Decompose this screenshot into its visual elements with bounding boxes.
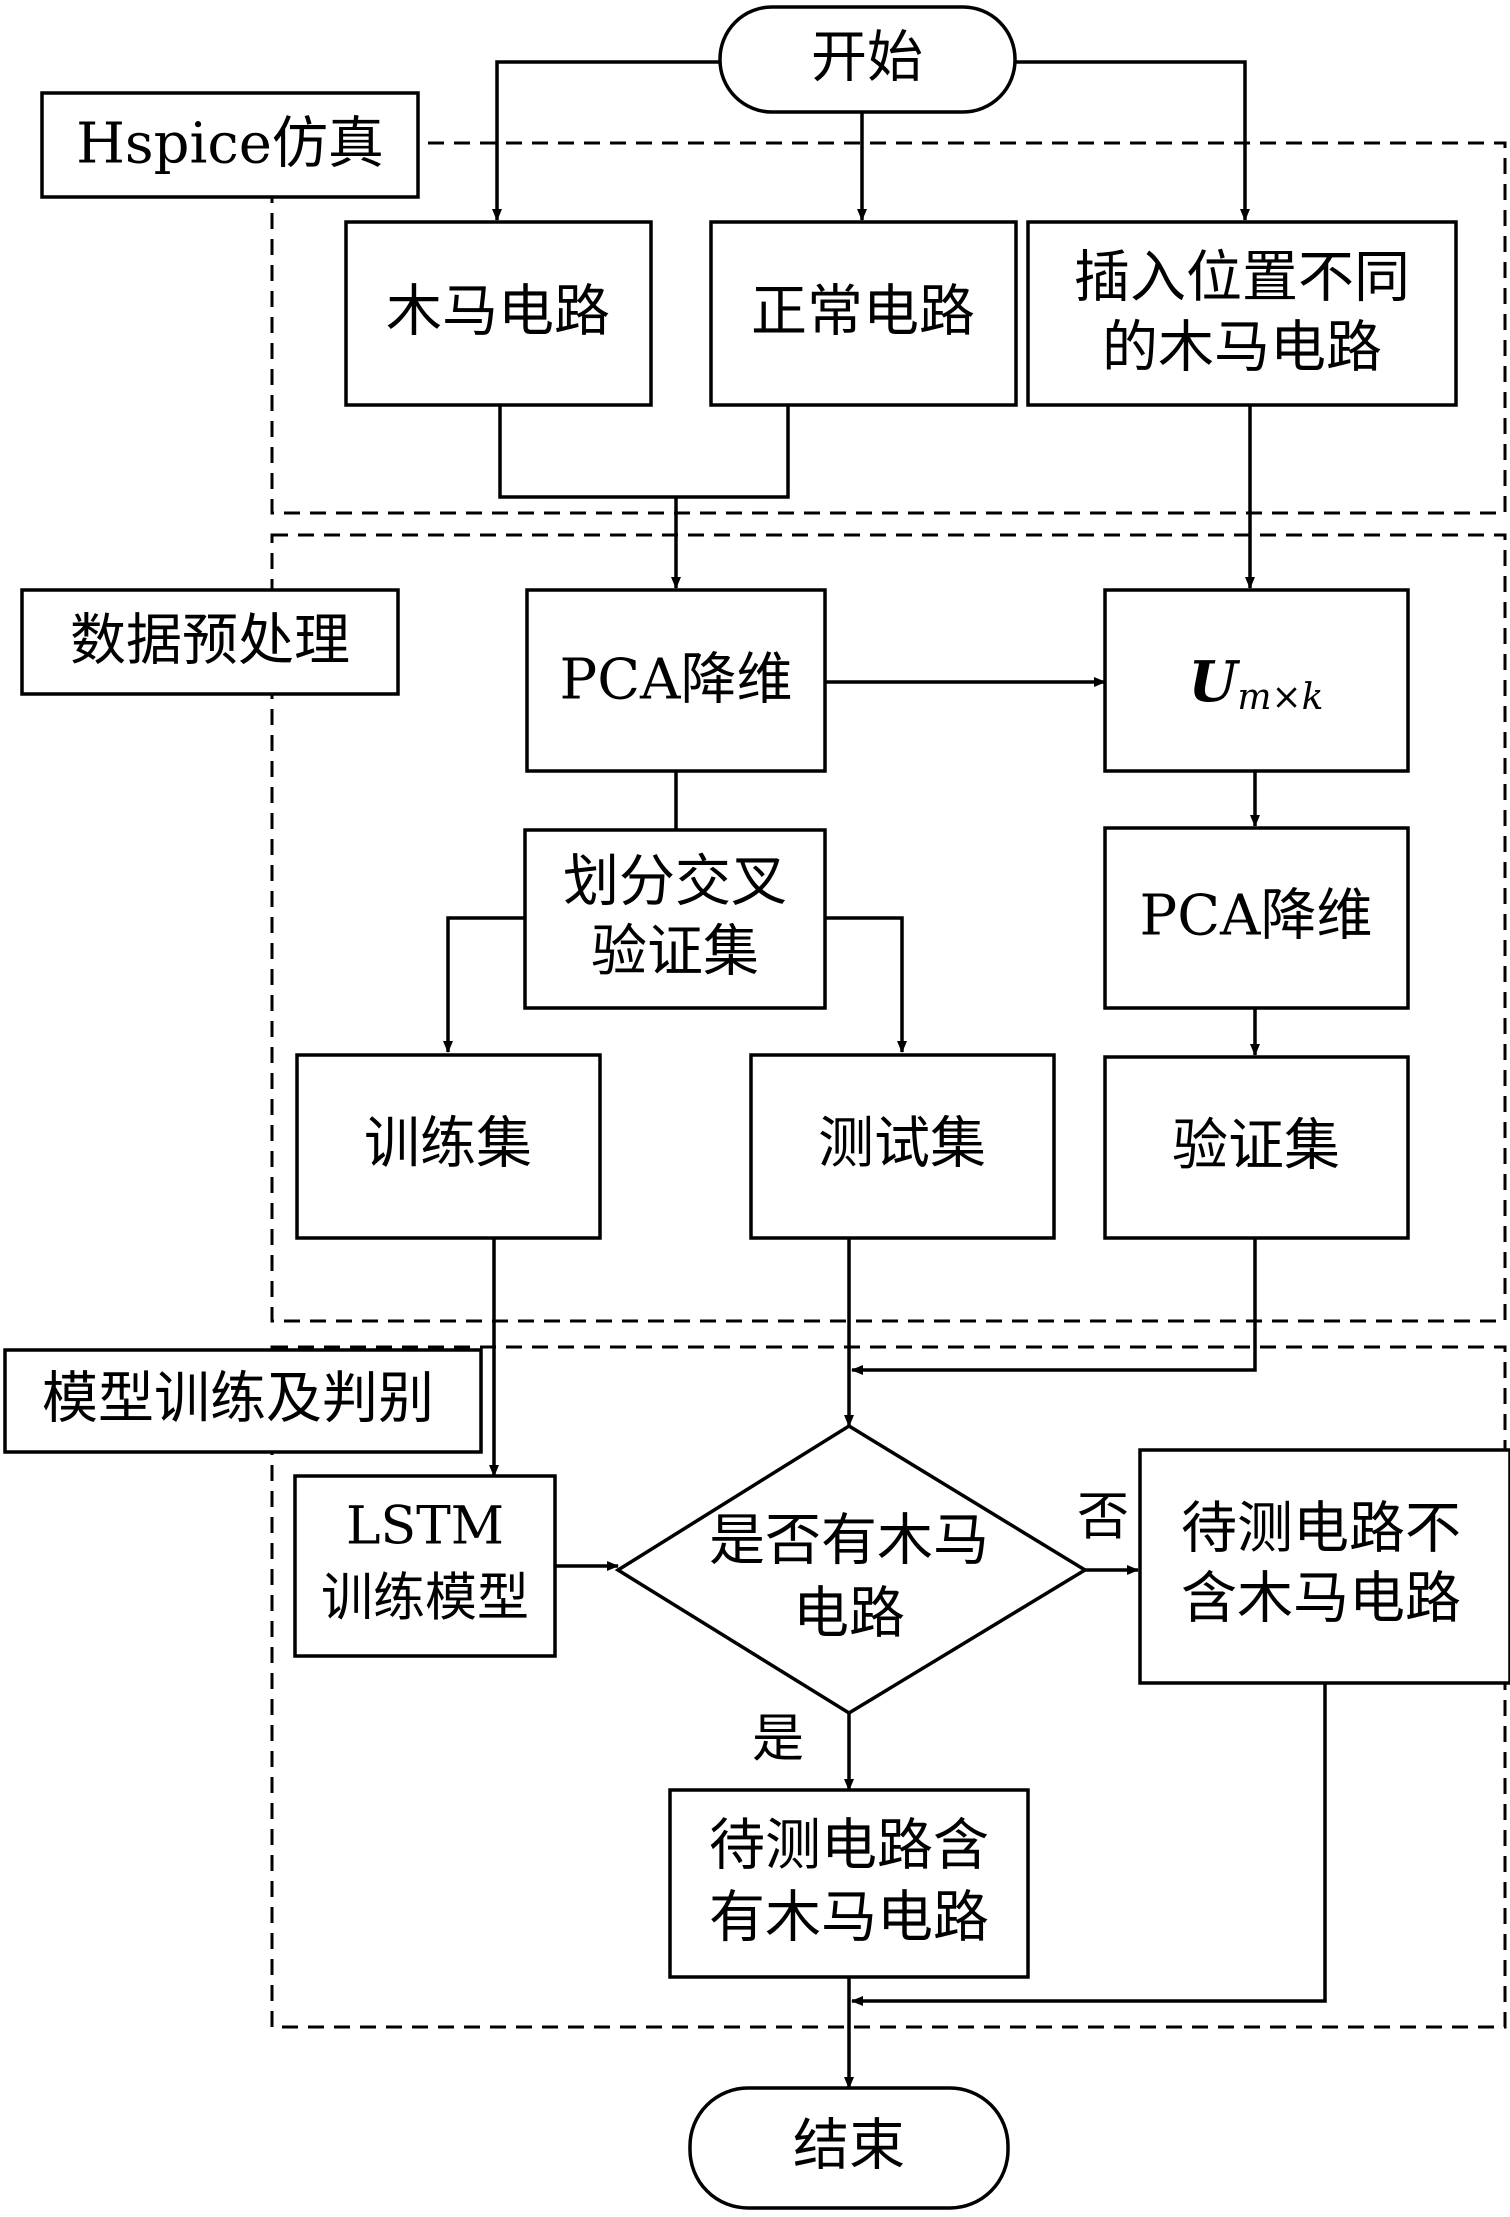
edge-label-yes: 是	[752, 1710, 804, 1770]
node-pca-left-text: PCA降维	[560, 648, 793, 713]
node-split-line1: 划分交叉	[563, 850, 787, 915]
stage-label-training: 模型训练及判别	[3, 1348, 483, 1454]
node-end-text: 结束	[793, 2114, 905, 2179]
edge-split-to-test	[825, 916, 907, 1053]
node-start: 开始	[718, 5, 1017, 114]
stage-label-preprocessing: 数据预处理	[20, 588, 400, 696]
node-lstm-model: LSTM 训练模型	[293, 1474, 557, 1658]
node-test-set-text: 测试集	[818, 1112, 986, 1177]
node-valid-set-text: 验证集	[1172, 1114, 1340, 1179]
edge-no-trojan-to-join	[851, 1683, 1327, 2006]
edge-start-to-trojan	[492, 60, 720, 221]
node-diff-position-line2: 的木马电路	[1102, 316, 1382, 381]
stage-label-preprocessing-text: 数据预处理	[70, 609, 350, 674]
node-trojan-circuit: 木马电路	[344, 220, 653, 407]
stage-frame-training	[270, 1345, 1507, 2029]
stage-frame-simulation	[270, 141, 1507, 515]
node-lstm-line1: LSTM	[346, 1497, 504, 1557]
node-has-trojan-line2: 有木马电路	[709, 1886, 989, 1951]
edge-split-to-train	[443, 916, 525, 1053]
node-test-set: 测试集	[749, 1053, 1056, 1240]
stage-label-training-text: 模型训练及判别	[42, 1367, 434, 1432]
node-normal-circuit-text: 正常电路	[751, 280, 975, 345]
node-u-matrix: Um×k	[1103, 588, 1410, 773]
node-start-text: 开始	[811, 26, 923, 91]
node-result-no-trojan: 待测电路不 含木马电路	[1138, 1448, 1510, 1685]
node-diff-position-line1: 插入位置不同	[1074, 246, 1410, 311]
stage-label-simulation-text: Hspice仿真	[76, 112, 384, 177]
node-diff-position-trojan: 插入位置不同 的木马电路	[1026, 220, 1458, 407]
node-lstm-line2: 训练模型	[321, 1569, 529, 1629]
node-pca-left: PCA降维	[525, 588, 827, 773]
node-has-trojan-line1: 待测电路含	[709, 1814, 989, 1879]
node-pca-right-text: PCA降维	[1140, 884, 1373, 949]
node-normal-circuit: 正常电路	[709, 220, 1018, 407]
node-split-cv: 划分交叉 验证集	[523, 828, 827, 1010]
u-matrix-subscript: m×k	[1237, 677, 1323, 718]
edge-start-to-diff-position	[1015, 60, 1250, 221]
node-trojan-circuit-text: 木马电路	[386, 280, 610, 345]
node-u-matrix-text: Um×k	[1189, 649, 1324, 718]
node-train-set: 训练集	[295, 1053, 602, 1240]
node-decision-has-trojan: 是否有木马 电路	[614, 1423, 1089, 1716]
node-no-trojan-line1: 待测电路不	[1181, 1497, 1461, 1562]
node-pca-right: PCA降维	[1103, 826, 1410, 1010]
u-matrix-main: U	[1189, 649, 1241, 715]
node-end: 结束	[688, 2086, 1010, 2210]
stage-frame-preprocessing	[270, 533, 1507, 1323]
node-decision-line2: 电路	[793, 1582, 905, 1647]
edge-trojan-merge	[498, 405, 790, 499]
node-no-trojan-line2: 含木马电路	[1181, 1567, 1461, 1632]
node-split-line2: 验证集	[591, 920, 759, 985]
edge-valid-to-junction	[851, 1238, 1257, 1375]
edges	[443, 60, 1327, 2089]
node-train-set-text: 训练集	[364, 1112, 532, 1177]
node-result-has-trojan: 待测电路含 有木马电路	[668, 1788, 1030, 1979]
stage-label-simulation: Hspice仿真	[40, 91, 420, 199]
node-valid-set: 验证集	[1103, 1055, 1410, 1240]
node-decision-line1: 是否有木马	[709, 1509, 989, 1574]
edge-label-no: 否	[1077, 1488, 1129, 1548]
